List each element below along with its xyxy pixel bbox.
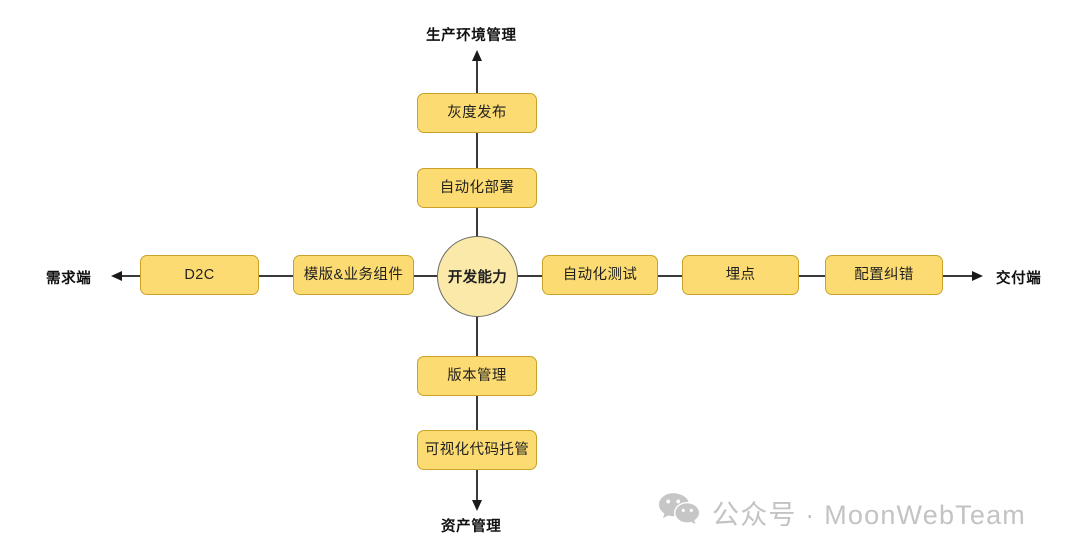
connector-d2c-to-template	[259, 275, 293, 277]
axis-label-bottom: 资产管理	[441, 519, 502, 535]
node-d2c[interactable]: D2C	[140, 255, 259, 295]
node-automated-testing[interactable]: 自动化测试	[542, 255, 658, 295]
arrow-head-left-icon	[111, 270, 122, 281]
connector-template-to-hub	[414, 275, 440, 277]
connector-greyrelease-to-deploy	[476, 133, 478, 168]
node-event-tracking[interactable]: 埋点	[682, 255, 799, 295]
connector-deploy-to-hub	[476, 208, 478, 238]
node-version-management[interactable]: 版本管理	[417, 356, 537, 396]
watermark-text: 公众号 · MoonWebTeam	[712, 500, 1026, 530]
node-automated-deployment[interactable]: 自动化部署	[417, 168, 537, 208]
node-template-business-component[interactable]: 模版&业务组件	[293, 255, 414, 295]
watermark: 公众号 · MoonWebTeam	[658, 492, 1026, 533]
hub-development-capability[interactable]: 开发能力	[437, 236, 518, 317]
axis-label-top: 生产环境管理	[426, 28, 517, 44]
axis-label-left: 需求端	[46, 271, 92, 287]
node-grey-release[interactable]: 灰度发布	[417, 93, 537, 133]
node-visual-code-hosting[interactable]: 可视化代码托管	[417, 430, 537, 470]
arrow-head-right-icon	[972, 270, 983, 281]
connector-left-axis	[118, 275, 142, 277]
connector-hub-to-autotest	[514, 275, 542, 277]
arrow-head-down-icon	[471, 500, 482, 511]
connector-version-to-code	[476, 396, 478, 430]
arrow-head-up-icon	[471, 50, 482, 61]
wechat-icon	[658, 492, 700, 533]
connector-bottom-axis	[476, 470, 478, 502]
connector-right-axis	[943, 275, 975, 277]
connector-tracking-to-config	[799, 275, 825, 277]
connector-autotest-to-tracking	[658, 275, 682, 277]
connector-top-axis	[476, 57, 478, 100]
node-config-correction[interactable]: 配置纠错	[825, 255, 943, 295]
connector-hub-to-version	[476, 315, 478, 356]
axis-label-right: 交付端	[996, 271, 1042, 287]
